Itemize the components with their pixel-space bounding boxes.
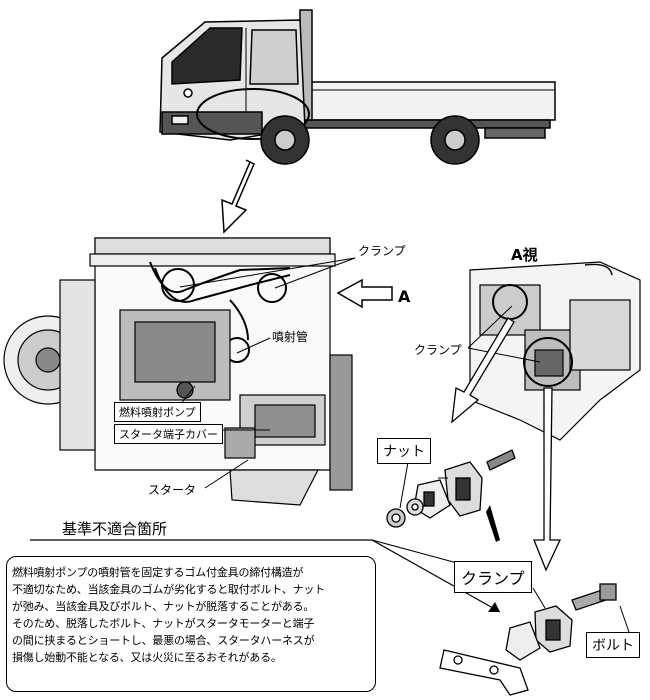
label-view-a-marker: A bbox=[398, 287, 411, 306]
engine-illustration bbox=[3, 237, 353, 506]
note-box bbox=[6, 556, 376, 692]
label-injection-pipe: 噴射管 bbox=[272, 330, 309, 344]
hollow-arrow-down-icon bbox=[221, 159, 255, 234]
label-starter-cover: スタータ端子カバー bbox=[114, 424, 223, 444]
clamp-parts-exploded bbox=[386, 449, 516, 528]
label-view-a-title: A視 bbox=[511, 246, 538, 264]
clamp-parts-bottom bbox=[439, 583, 617, 696]
view-a-illustration bbox=[469, 261, 641, 441]
note-text: 燃料噴射ポンプの噴射管を固定するゴム付金具の締付構造が 不適切なため、当該金具の… bbox=[12, 566, 325, 664]
small-arrow-icon bbox=[486, 505, 500, 542]
label-bolt: ボルト bbox=[586, 632, 640, 658]
arrow-head-icon bbox=[488, 602, 500, 612]
label-starter: スタータ bbox=[148, 483, 197, 497]
label-clamp-parts: クランプ bbox=[454, 561, 532, 593]
label-clamp-side: クランプ bbox=[414, 343, 462, 357]
view-a-arrow-icon bbox=[336, 278, 393, 309]
parts-leaders bbox=[399, 461, 448, 509]
section-title: 基準不適合箇所 bbox=[62, 520, 168, 538]
truck-illustration bbox=[159, 9, 556, 165]
view-a-leaders bbox=[467, 305, 541, 363]
engine-leaders bbox=[179, 257, 356, 489]
view-a-down-arrows bbox=[451, 317, 562, 572]
label-fuel-pump: 燃料噴射ポンプ bbox=[114, 402, 201, 422]
label-clamp-top: クランプ bbox=[358, 244, 406, 258]
label-nut: ナット bbox=[377, 438, 431, 464]
